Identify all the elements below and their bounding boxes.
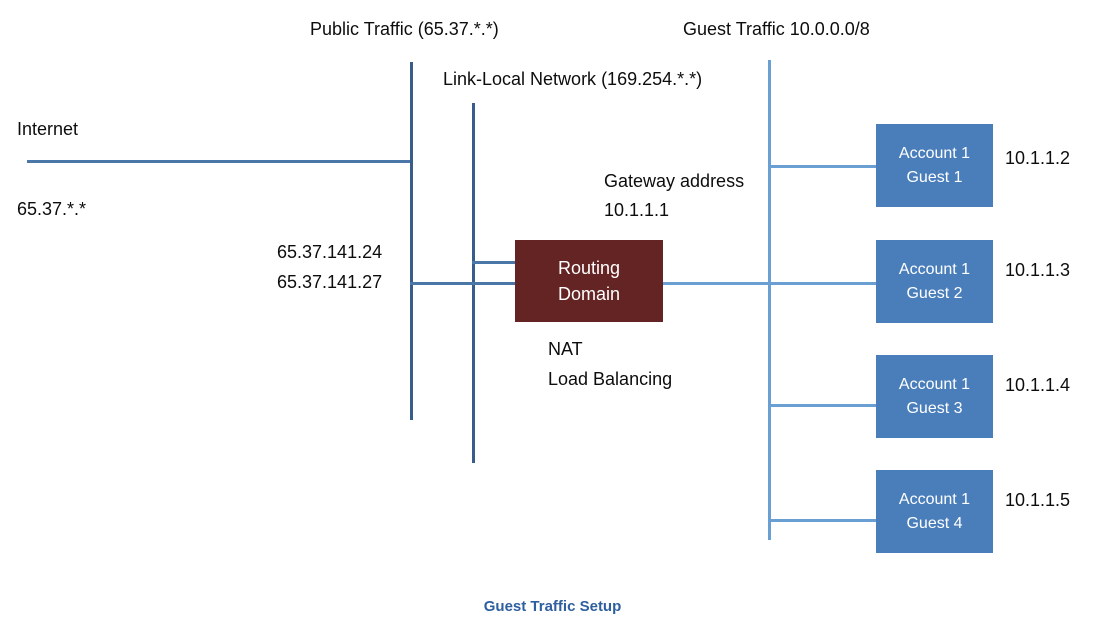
guest-box-3-name: Guest 3 <box>906 399 963 417</box>
routing-domain-to-guest-trunk-line <box>663 282 878 285</box>
guest-ip-label-2: 10.1.1.3 <box>1005 260 1071 280</box>
guest-box-1-account: Account 1 <box>898 144 971 162</box>
internet-address-label: 65.37.*.* <box>17 199 87 219</box>
guest-box-4-name: Guest 4 <box>906 514 963 532</box>
routing-domain-function-nat: NAT <box>548 339 583 359</box>
internet-label: Internet <box>17 119 79 139</box>
guest-branch-line-3 <box>768 404 878 407</box>
guest-box-3[interactable]: Account 1 Guest 3 <box>876 355 993 438</box>
guest-box-2[interactable]: Account 1 Guest 2 <box>876 240 993 323</box>
guest-box-1-name: Guest 1 <box>906 168 963 186</box>
guest-ip-label-4: 10.1.1.5 <box>1005 490 1071 510</box>
diagram-caption: Guest Traffic Setup <box>483 598 622 615</box>
guest-box-3-account: Account 1 <box>898 375 971 393</box>
guest-ip-label-1: 10.1.1.2 <box>1005 148 1071 168</box>
public-ip-label-2: 65.37.141.27 <box>277 272 383 292</box>
guest-box-1[interactable]: Account 1 Guest 1 <box>876 124 993 207</box>
routing-domain-label-line1: Routing <box>557 258 621 278</box>
routing-domain-box[interactable]: Routing Domain <box>515 240 663 322</box>
guest-branch-line-4 <box>768 519 878 522</box>
guest-traffic-trunk-line <box>768 60 771 540</box>
public-ip-label-1: 65.37.141.24 <box>277 242 383 262</box>
public-to-routing-domain-line <box>410 282 517 285</box>
routing-domain-label-line2: Domain <box>557 284 621 304</box>
guest-branch-line-1 <box>768 165 878 168</box>
link-local-network-label: Link-Local Network (169.254.*.*) <box>443 69 703 89</box>
public-traffic-trunk-line <box>410 62 413 420</box>
guest-box-4-account: Account 1 <box>898 490 971 508</box>
link-local-to-routing-domain-line <box>472 261 517 264</box>
gateway-address-value: 10.1.1.1 <box>604 200 670 220</box>
guest-box-2-name: Guest 2 <box>906 284 963 302</box>
guest-box-4[interactable]: Account 1 Guest 4 <box>876 470 993 553</box>
routing-domain-function-load-balancing: Load Balancing <box>548 369 673 389</box>
public-traffic-label: Public Traffic (65.37.*.*) <box>310 19 499 39</box>
internet-bus-line <box>27 160 413 163</box>
guest-traffic-label: Guest Traffic 10.0.0.0/8 <box>683 19 870 39</box>
gateway-address-label: Gateway address <box>604 171 745 191</box>
guest-box-2-account: Account 1 <box>898 260 971 278</box>
guest-ip-label-3: 10.1.1.4 <box>1005 375 1071 395</box>
